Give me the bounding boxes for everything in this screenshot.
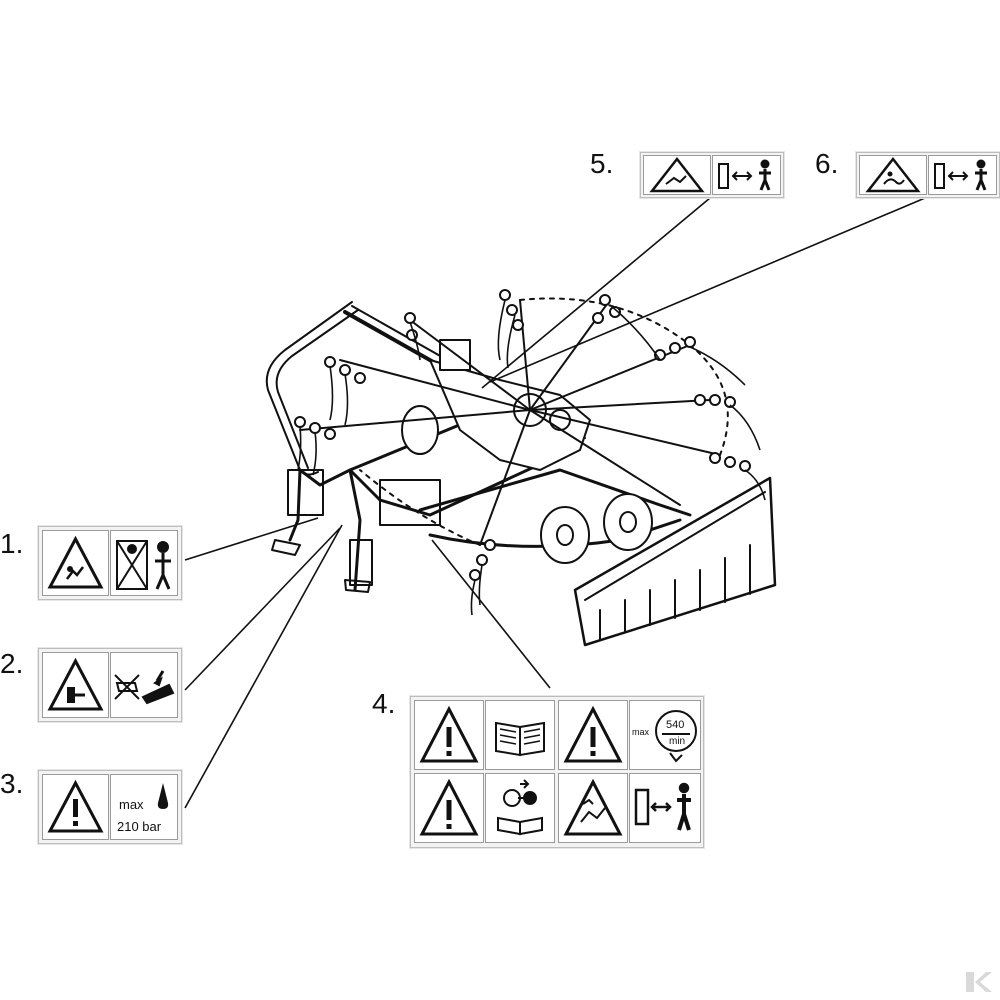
warning-triangle-icon (643, 155, 711, 195)
decal-2-hand-crush-hazard (38, 648, 182, 722)
pto-speed-icon: max 540 min (629, 700, 701, 770)
decal-1-crush-hazard (38, 526, 182, 600)
label-item-6: 6. (815, 148, 839, 179)
leader-lines (184, 197, 926, 809)
keep-distance-icon (928, 155, 997, 195)
label-item-1: 1. (0, 528, 24, 559)
pto-speed-unit: min (669, 736, 686, 747)
max-label: max (119, 797, 144, 812)
pto-max-label: max (632, 727, 650, 737)
no-hand-hydraulic-icon (110, 652, 178, 718)
brand-logo-watermark-icon (966, 972, 992, 992)
warning-triangle-icon (42, 652, 109, 718)
label-item-3: 3. (0, 768, 24, 799)
warning-triangle-icon (42, 530, 109, 596)
pressure-value: 210 bar (117, 819, 162, 834)
warning-triangle-icon (42, 774, 109, 840)
decal-5-keep-distance (640, 152, 784, 198)
hydraulic-pressure-icon: max 210 bar (110, 774, 178, 840)
decal-4-safety-set: max 540 min (410, 696, 704, 848)
warning-triangle-icon (414, 700, 484, 770)
warning-triangle-icon (558, 773, 628, 843)
open-manual-icon (485, 700, 555, 770)
label-item-2: 2. (0, 648, 24, 679)
no-person-between-icon (110, 530, 178, 596)
warning-triangle-icon (414, 773, 484, 843)
label-item-4: 4. (372, 688, 396, 719)
warning-triangle-icon (558, 700, 628, 770)
warning-triangle-icon (859, 155, 927, 195)
label-item-5: 5. (590, 148, 614, 179)
keep-distance-icon (629, 773, 701, 843)
keep-distance-icon (712, 155, 781, 195)
decal-6-keep-distance-tines (856, 152, 1000, 198)
decal-3-hydraulic-pressure: max 210 bar (38, 770, 182, 844)
pto-speed-value: 540 (666, 719, 685, 731)
remove-key-icon (485, 773, 555, 843)
